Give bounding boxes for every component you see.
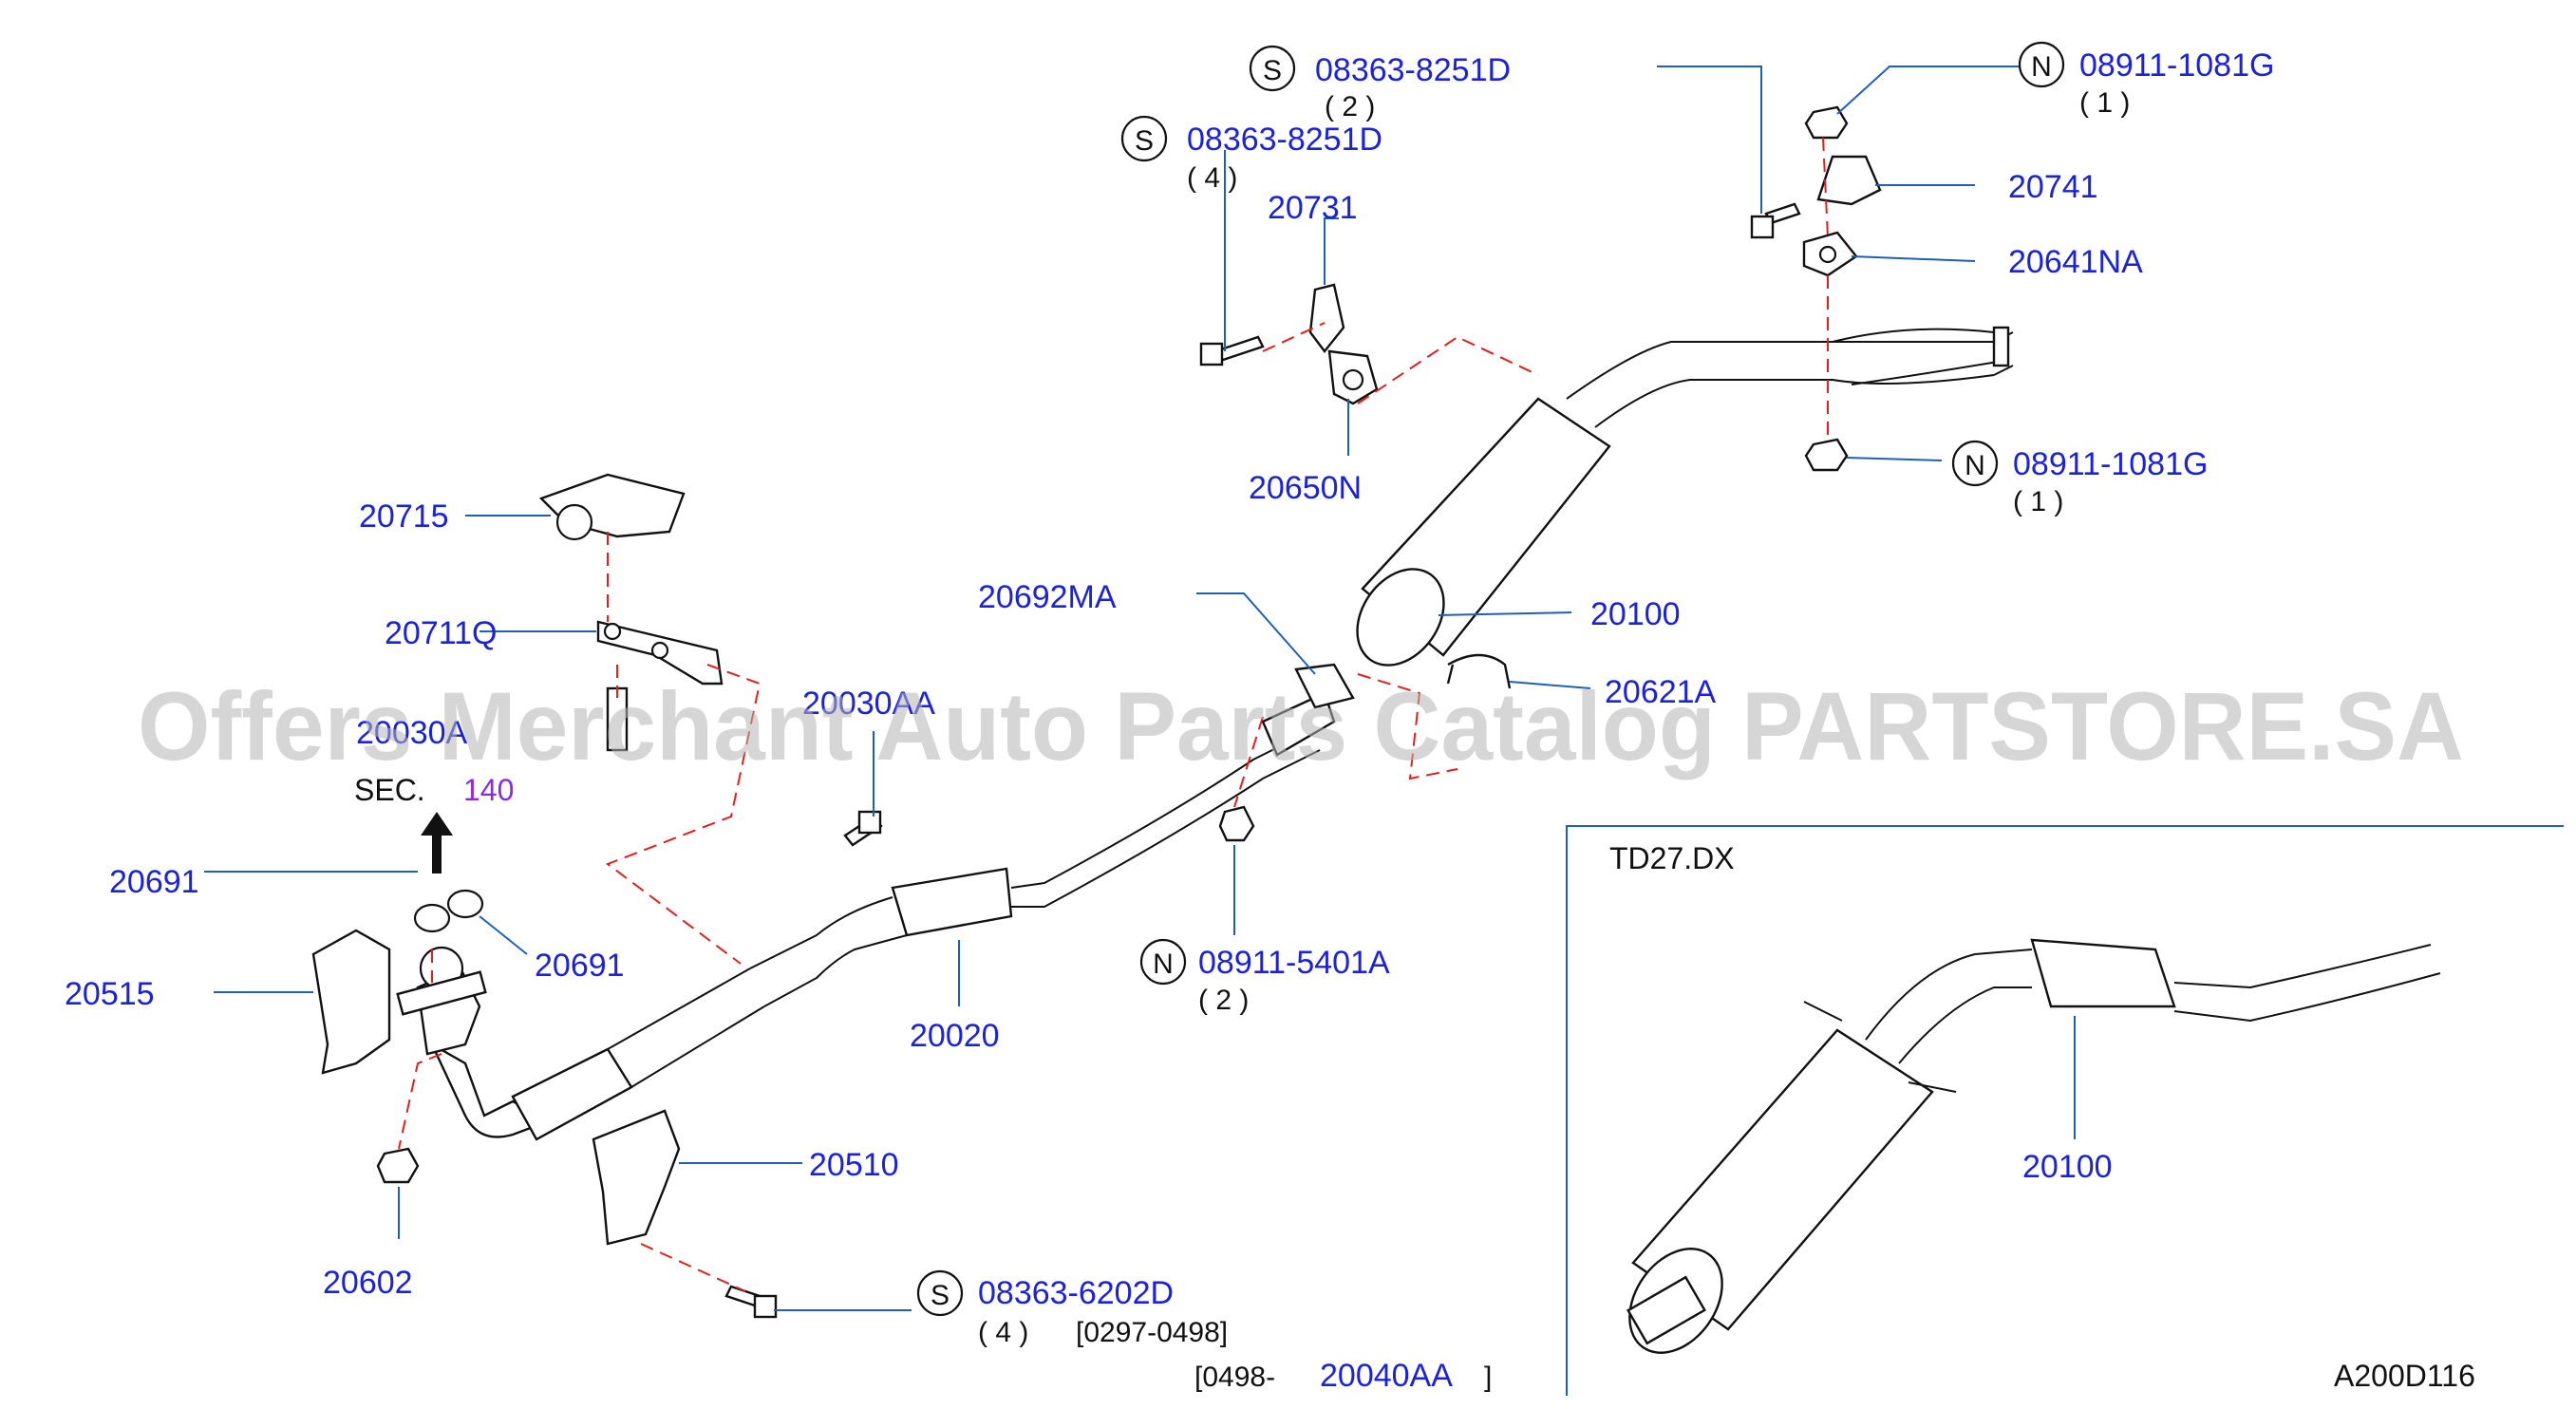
label-20030AA[interactable]: 20030AA (802, 686, 935, 722)
part-labels: 08363-8251D ( 2 ) 08363-8251D ( 4 ) 2073… (65, 47, 2274, 1394)
label-20650N[interactable]: 20650N (1249, 470, 1362, 506)
bolt-08363-6202D[interactable] (724, 1285, 778, 1319)
svg-text:N: N (1153, 949, 1174, 980)
label-20691-a[interactable]: 20691 (109, 864, 199, 900)
watermark: Offers Merchant Auto Parts Catalog PARTS… (138, 672, 2464, 780)
pipe-flange[interactable] (1261, 691, 1336, 757)
inset-part-label[interactable]: 20100 (2022, 1149, 2113, 1185)
marker-n-08911-1081G-b: N (1951, 440, 1999, 487)
nut-20602[interactable] (376, 1147, 420, 1184)
label-08363-8251D-a[interactable]: 08363-8251D (1315, 52, 1511, 88)
label-20100[interactable]: 20100 (1590, 596, 1681, 632)
figure-code: A200D116 (2334, 1359, 2475, 1393)
section-arrow-icon (421, 812, 453, 874)
label-20641NA[interactable]: 20641NA (2008, 244, 2143, 280)
nut-08911-1081G-top[interactable] (1804, 105, 1849, 140)
label-20691-b[interactable]: 20691 (535, 948, 625, 984)
gasket-20691-a[interactable] (413, 903, 451, 933)
bolt-08363-8251D[interactable] (1199, 335, 1265, 366)
section-ref-label: SEC. (354, 773, 425, 807)
section-ref-number[interactable]: 140 (463, 773, 514, 807)
exhaust-system-drawing (311, 105, 2014, 1319)
marker-n-08911-1081G-a: N (2018, 41, 2065, 88)
svg-text:N: N (1965, 450, 1985, 481)
label-20602[interactable]: 20602 (323, 1265, 413, 1301)
label-20515[interactable]: 20515 (65, 976, 155, 1012)
marker-s-08363-8251D-a: S (1249, 45, 1296, 92)
nut-08911-1081G-bottom[interactable] (1804, 438, 1849, 472)
label-20621A[interactable]: 20621A (1605, 674, 1717, 710)
label-20510[interactable]: 20510 (809, 1147, 899, 1183)
label-20040AA[interactable]: 20040AA (1320, 1358, 1453, 1394)
nut-08911-5401A[interactable] (1218, 805, 1255, 842)
heat-shield-20510[interactable] (592, 1109, 681, 1246)
inset-title: TD27.DX (1609, 841, 1735, 875)
label-08911-5401A[interactable]: 08911-5401A (1198, 945, 1390, 981)
qty-08911-1081G-b: ( 1 ) (2013, 486, 2063, 517)
label-08363-6202D[interactable]: 08363-6202D (978, 1275, 1174, 1311)
date-prefix-0498: [0498- (1194, 1362, 1275, 1393)
label-20731[interactable]: 20731 (1268, 190, 1358, 226)
bracket-20741[interactable] (1816, 155, 1882, 206)
qty-08911-5401A: ( 2 ) (1198, 985, 1249, 1016)
svg-text:S: S (1135, 125, 1154, 157)
label-20030A-left[interactable]: 20030A (356, 715, 468, 751)
bolt-08363-8251D-top[interactable] (1750, 202, 1801, 239)
label-08911-1081G-b[interactable]: 08911-1081G (2013, 446, 2208, 482)
center-muffler-20020[interactable] (891, 867, 1013, 937)
label-20020[interactable]: 20020 (910, 1018, 1000, 1054)
label-20741[interactable]: 20741 (2008, 169, 2098, 205)
qty-08363-8251D-b: ( 4 ) (1187, 162, 1237, 194)
heat-shield-20515[interactable] (311, 929, 391, 1075)
svg-text:S: S (931, 1280, 950, 1311)
qty-08363-6202D: ( 4 ) (978, 1317, 1028, 1348)
svg-text:N: N (2031, 51, 2052, 83)
inset-border (1566, 825, 2564, 1396)
bolt-20030AA[interactable] (843, 810, 883, 847)
marker-s-08363-8251D-b: S (1120, 115, 1168, 162)
date-suffix: ] (1484, 1362, 1492, 1393)
marker-n-08911-5401A: N (1139, 938, 1187, 986)
svg-text:S: S (1263, 55, 1282, 86)
inset-panel: TD27.DX 20100 (1566, 825, 2564, 1396)
gasket-20692MA[interactable] (1294, 663, 1355, 709)
qty-08363-8251D-a: ( 2 ) (1325, 91, 1375, 122)
label-08363-8251D-b[interactable]: 08363-8251D (1187, 122, 1382, 158)
date-range-0297-0498: [0297-0498] (1076, 1317, 1228, 1348)
label-08911-1081G-a[interactable]: 08911-1081G (2079, 47, 2274, 84)
label-20715[interactable]: 20715 (359, 498, 449, 535)
label-20692MA[interactable]: 20692MA (978, 579, 1117, 615)
qty-08911-1081G-a: ( 1 ) (2079, 87, 2130, 119)
marker-s-08363-6202D: S (916, 1269, 964, 1317)
bracket-20731[interactable] (1308, 283, 1345, 353)
ring-20621A[interactable] (1446, 653, 1512, 689)
gasket-20691-b[interactable] (446, 889, 484, 919)
front-resonator[interactable] (511, 1047, 633, 1141)
leader-lines (204, 66, 2041, 1311)
label-20711Q[interactable]: 20711Q (385, 615, 497, 651)
